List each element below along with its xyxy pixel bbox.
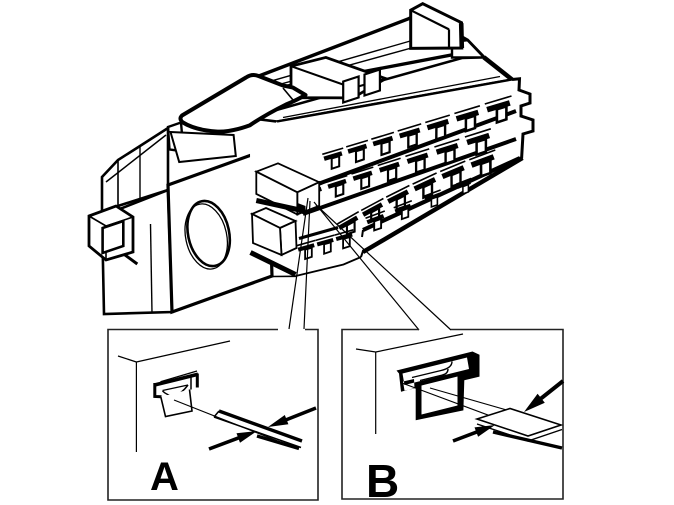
svg-text:A: A xyxy=(150,455,179,499)
svg-text:B: B xyxy=(366,455,399,505)
